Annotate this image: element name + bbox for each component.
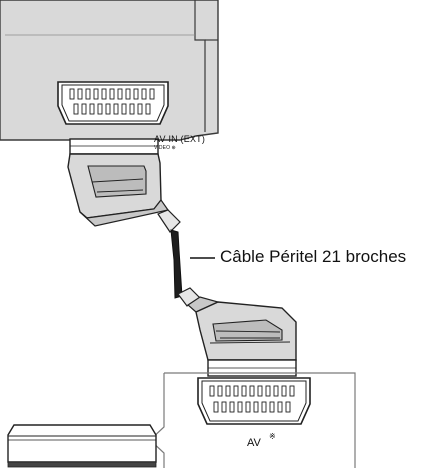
scart-cable (170, 229, 215, 299)
scart-pins-bottom (209, 385, 295, 413)
bottom-port-label: AV (247, 437, 261, 449)
scart-pins-top (69, 88, 155, 115)
scart-plug-top (67, 138, 181, 233)
scart-plug-bottom (177, 287, 297, 377)
top-port-label: AV IN (EXT) (154, 134, 206, 144)
cable-label: Câble Péritel 21 broches (220, 247, 407, 266)
scart-socket-bottom (197, 377, 311, 425)
top-port-sublabel: VIDEO ⊕ (154, 145, 176, 151)
bottom-device (7, 424, 157, 468)
scart-socket-top (57, 81, 169, 125)
footnote-mark: ※ (269, 432, 276, 441)
